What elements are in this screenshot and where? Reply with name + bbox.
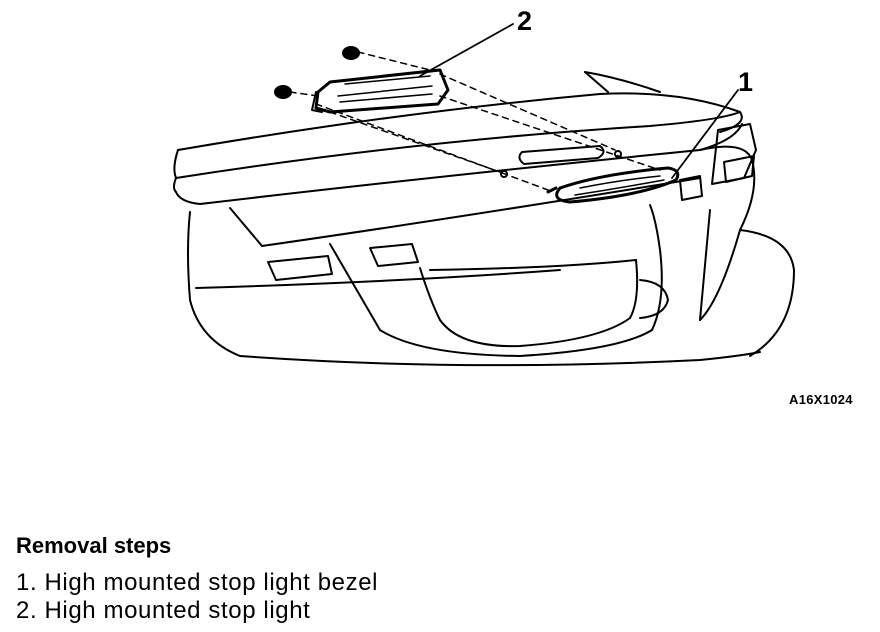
mounting-slot [518, 145, 605, 165]
callout-leaders [419, 23, 739, 179]
assembly-lines [289, 51, 661, 191]
steps-list: 1. High mounted stop light bezel 2. High… [16, 569, 378, 625]
callout-label-1: 1 [738, 67, 754, 97]
clip-fasteners [274, 46, 622, 194]
step-item: 1. High mounted stop light bezel [16, 569, 379, 596]
figure-code: A16X1024 [789, 392, 853, 407]
rear-window-outline [584, 71, 661, 93]
rear-body-outline [187, 145, 795, 367]
callout-label-2: 2 [517, 6, 533, 36]
stop-light-removal-diagram [173, 23, 795, 367]
stop-light-bezel [555, 166, 680, 204]
spoiler-outline [173, 92, 743, 247]
step-item: 2. High mounted stop light [16, 597, 311, 624]
removal-steps-section: Removal steps 1. High mounted stop light… [16, 533, 378, 625]
tail-lamps [267, 123, 757, 281]
steps-heading: Removal steps [16, 533, 172, 558]
stop-light-assembly [311, 68, 450, 114]
